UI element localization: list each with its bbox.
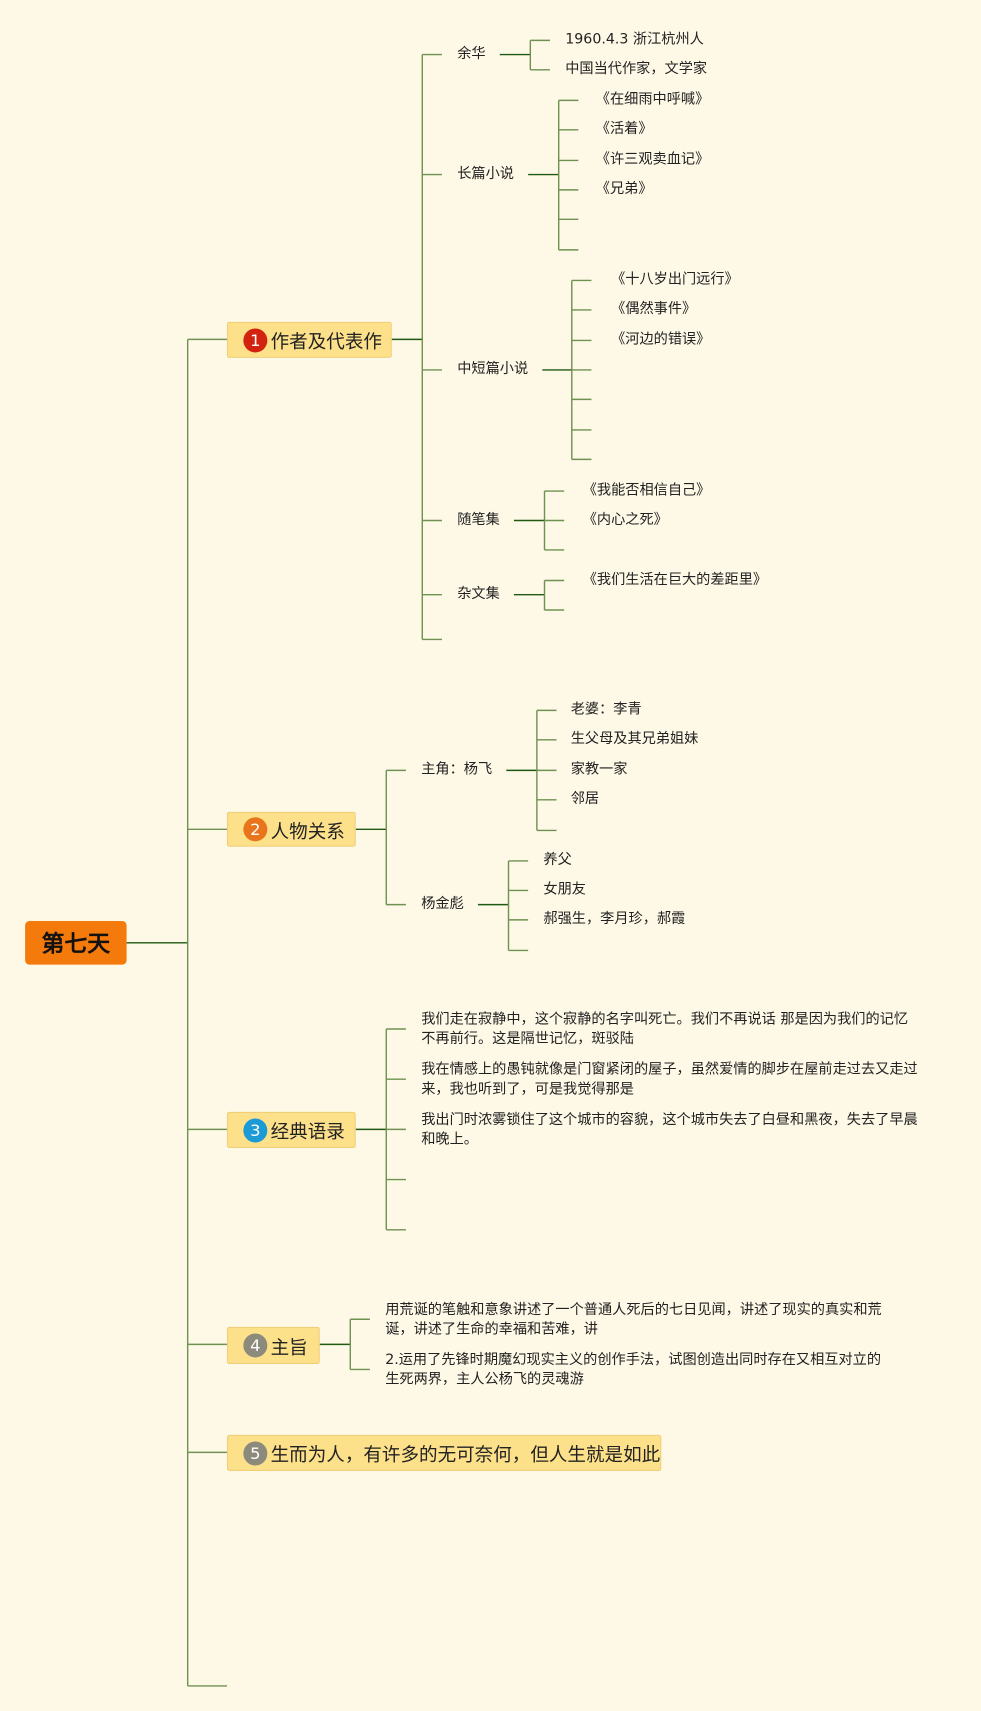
priority-1-icon: 1	[243, 327, 268, 352]
topic-short-stories[interactable]: 中短篇小说	[457, 361, 529, 378]
branch-label: 经典语录	[270, 1121, 345, 1144]
leaf[interactable]: 《内心之死》	[582, 511, 668, 529]
priority-2-icon: 2	[243, 817, 268, 842]
priority-3-icon: 3	[243, 1117, 268, 1142]
theme-2[interactable]: 2.运用了先锋时期魔幻现实主义的创作手法，试图创造出同时存在又相互对立的生死两界…	[385, 1351, 882, 1389]
leaf[interactable]: 《我们生活在巨大的差距里》	[582, 571, 768, 589]
leaf[interactable]: 《偶然事件》	[611, 301, 697, 318]
branch-label: 主旨	[270, 1337, 308, 1360]
leaf[interactable]: 养父	[543, 852, 572, 869]
priority-4-icon: 4	[243, 1333, 268, 1358]
branch-label: 作者及代表作	[270, 331, 382, 354]
leaf[interactable]: 1960.4.3 浙江杭州人	[565, 31, 704, 49]
leaf[interactable]: 《河边的错误》	[611, 331, 711, 349]
leaf[interactable]: 《十八岁出门远行》	[611, 271, 739, 289]
leaf[interactable]: 郝强生，李月珍，郝霞	[543, 911, 686, 928]
quote-1[interactable]: 我们走在寂静中，这个寂静的名字叫死亡。我们不再说话 那是因为我们的记忆不再前行。…	[421, 1011, 909, 1048]
quote-3[interactable]: 我出门时浓雾锁住了这个城市的容貌，这个城市失去了白昼和黑夜，失去了早晨和晚上。	[421, 1111, 918, 1148]
priority-5-icon: 5	[243, 1440, 268, 1465]
branch-label: 人物关系	[270, 821, 345, 843]
topic-misc[interactable]: 杂文集	[457, 585, 500, 603]
leaf[interactable]: 《兄弟》	[595, 181, 653, 198]
topic-essays[interactable]: 随笔集	[457, 511, 500, 529]
leaf[interactable]: 中国当代作家，文学家	[565, 61, 708, 78]
leaf[interactable]: 家教一家	[570, 761, 628, 779]
quote-2[interactable]: 我在情感上的愚钝就像是门窗紧闭的屋子，虽然爱情的脚步在屋前走过去又走过来，我也听…	[421, 1061, 918, 1098]
branch-label: 生而为人，有许多的无可奈何，但人生就是如此	[270, 1444, 661, 1467]
leaf[interactable]: 老婆：李青	[570, 701, 642, 719]
root-node[interactable]: 第七天	[25, 920, 127, 965]
leaf[interactable]: 《我能否相信自己》	[582, 482, 711, 499]
leaf[interactable]: 《在细雨中呼喊》	[595, 91, 710, 109]
topic-yangjinbiao[interactable]: 杨金彪	[421, 895, 464, 913]
topic-yangfei[interactable]: 主角：杨飞	[421, 761, 493, 779]
topic-novels[interactable]: 长篇小说	[457, 165, 514, 183]
leaf[interactable]: 邻居	[570, 791, 600, 808]
leaf[interactable]: 《活着》	[595, 121, 653, 138]
leaf[interactable]: 生父母及其兄弟姐妹	[570, 731, 699, 748]
topic-yuhua[interactable]: 余华	[457, 45, 486, 63]
leaf[interactable]: 《许三观卖血记》	[595, 151, 710, 169]
leaf[interactable]: 女朋友	[543, 881, 586, 899]
theme-1[interactable]: 用荒诞的笔触和意象讲述了一个普通人死后的七日见闻，讲述了现实的真实和荒诞，讲述了…	[385, 1301, 882, 1338]
